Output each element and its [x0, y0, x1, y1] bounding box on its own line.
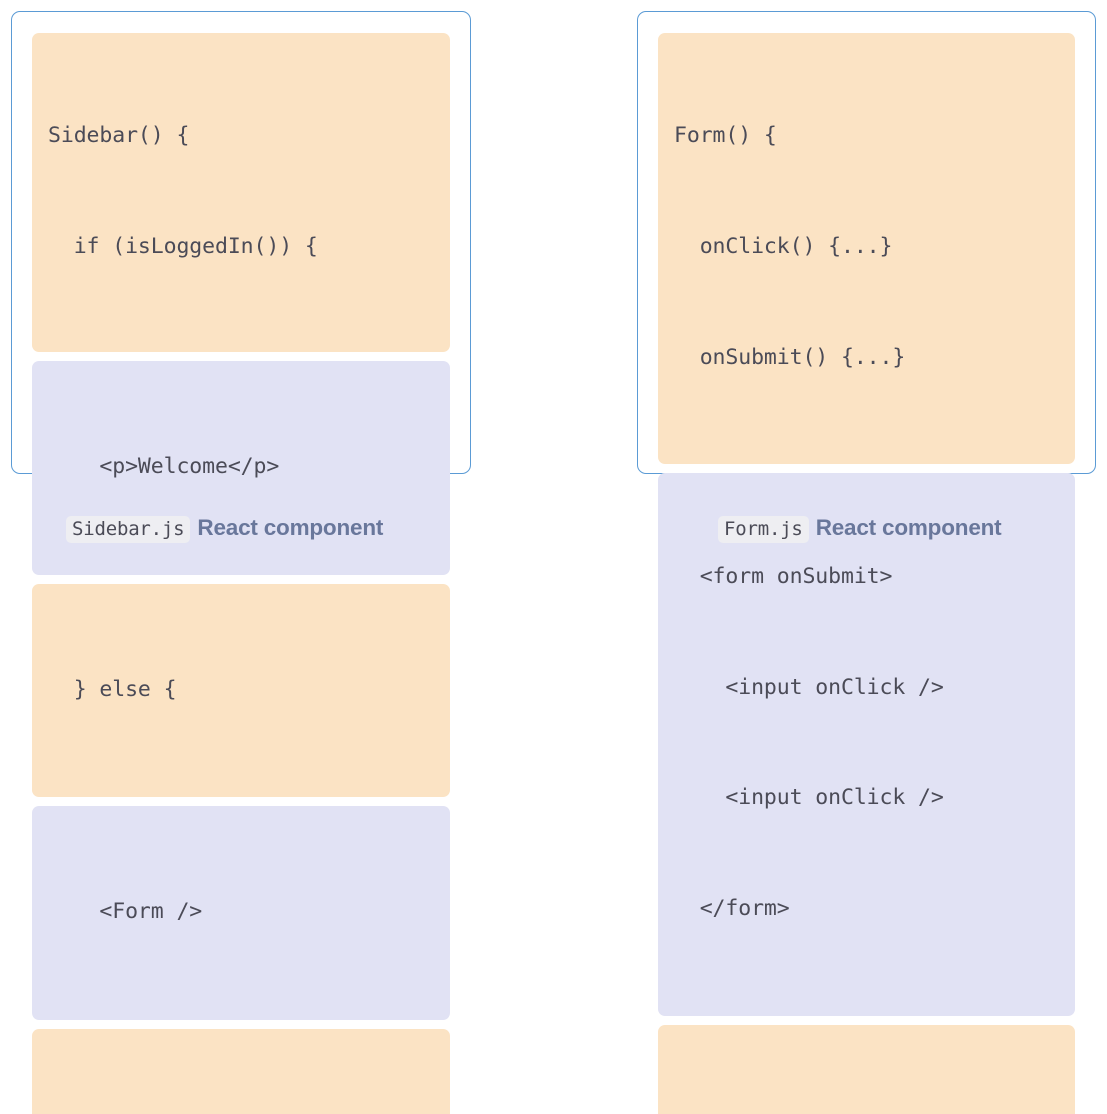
code-block-js-logic: } else { [32, 583, 450, 798]
code-block-jsx-markup: <Form /> [32, 806, 450, 1021]
code-line: <p>Welcome</p> [48, 453, 280, 479]
caption-filename: Form.js [718, 516, 809, 543]
code-line: onSubmit() {...} [674, 344, 906, 370]
code-line: if (isLoggedIn()) { [48, 233, 318, 259]
code-line: Sidebar() { [48, 122, 190, 148]
code-block-jsx-markup: <form onSubmit> <input onClick /> <input… [658, 472, 1075, 1017]
caption-component-kind: React component [197, 515, 384, 540]
code-block-js-logic: } [658, 1025, 1075, 1114]
caption-component-kind: React component [815, 515, 1002, 540]
code-block-js-logic: } } [32, 1029, 450, 1114]
component-panel-sidebar: Sidebar() { if (isLoggedIn()) { <p>Welco… [11, 11, 471, 1114]
code-block-js-logic: Form() { onClick() {...} onSubmit() {...… [658, 33, 1075, 464]
code-line: <input onClick /> [674, 785, 944, 811]
caption-form: Form.js React component [718, 515, 1002, 543]
code-line: Form() { [674, 122, 777, 148]
code-line: <input onClick /> [674, 674, 944, 700]
code-line: onClick() {...} [674, 233, 893, 259]
code-line: <form onSubmit> [674, 563, 893, 589]
diagram-canvas: Sidebar() { if (isLoggedIn()) { <p>Welco… [11, 11, 1096, 1114]
code-line: } [658, 1113, 1075, 1114]
code-line: </form> [674, 896, 790, 922]
code-block-js-logic: Sidebar() { if (isLoggedIn()) { [32, 33, 450, 352]
caption-sidebar: Sidebar.js React component [66, 515, 383, 543]
code-line: <Form /> [48, 899, 203, 925]
code-block-list-form: Form() { onClick() {...} onSubmit() {...… [658, 33, 1075, 1114]
component-panel-form: Form() { onClick() {...} onSubmit() {...… [637, 11, 1096, 1114]
code-line: } else { [48, 676, 177, 702]
code-block-list-sidebar: Sidebar() { if (isLoggedIn()) { <p>Welco… [32, 33, 450, 1114]
caption-filename: Sidebar.js [66, 516, 191, 543]
